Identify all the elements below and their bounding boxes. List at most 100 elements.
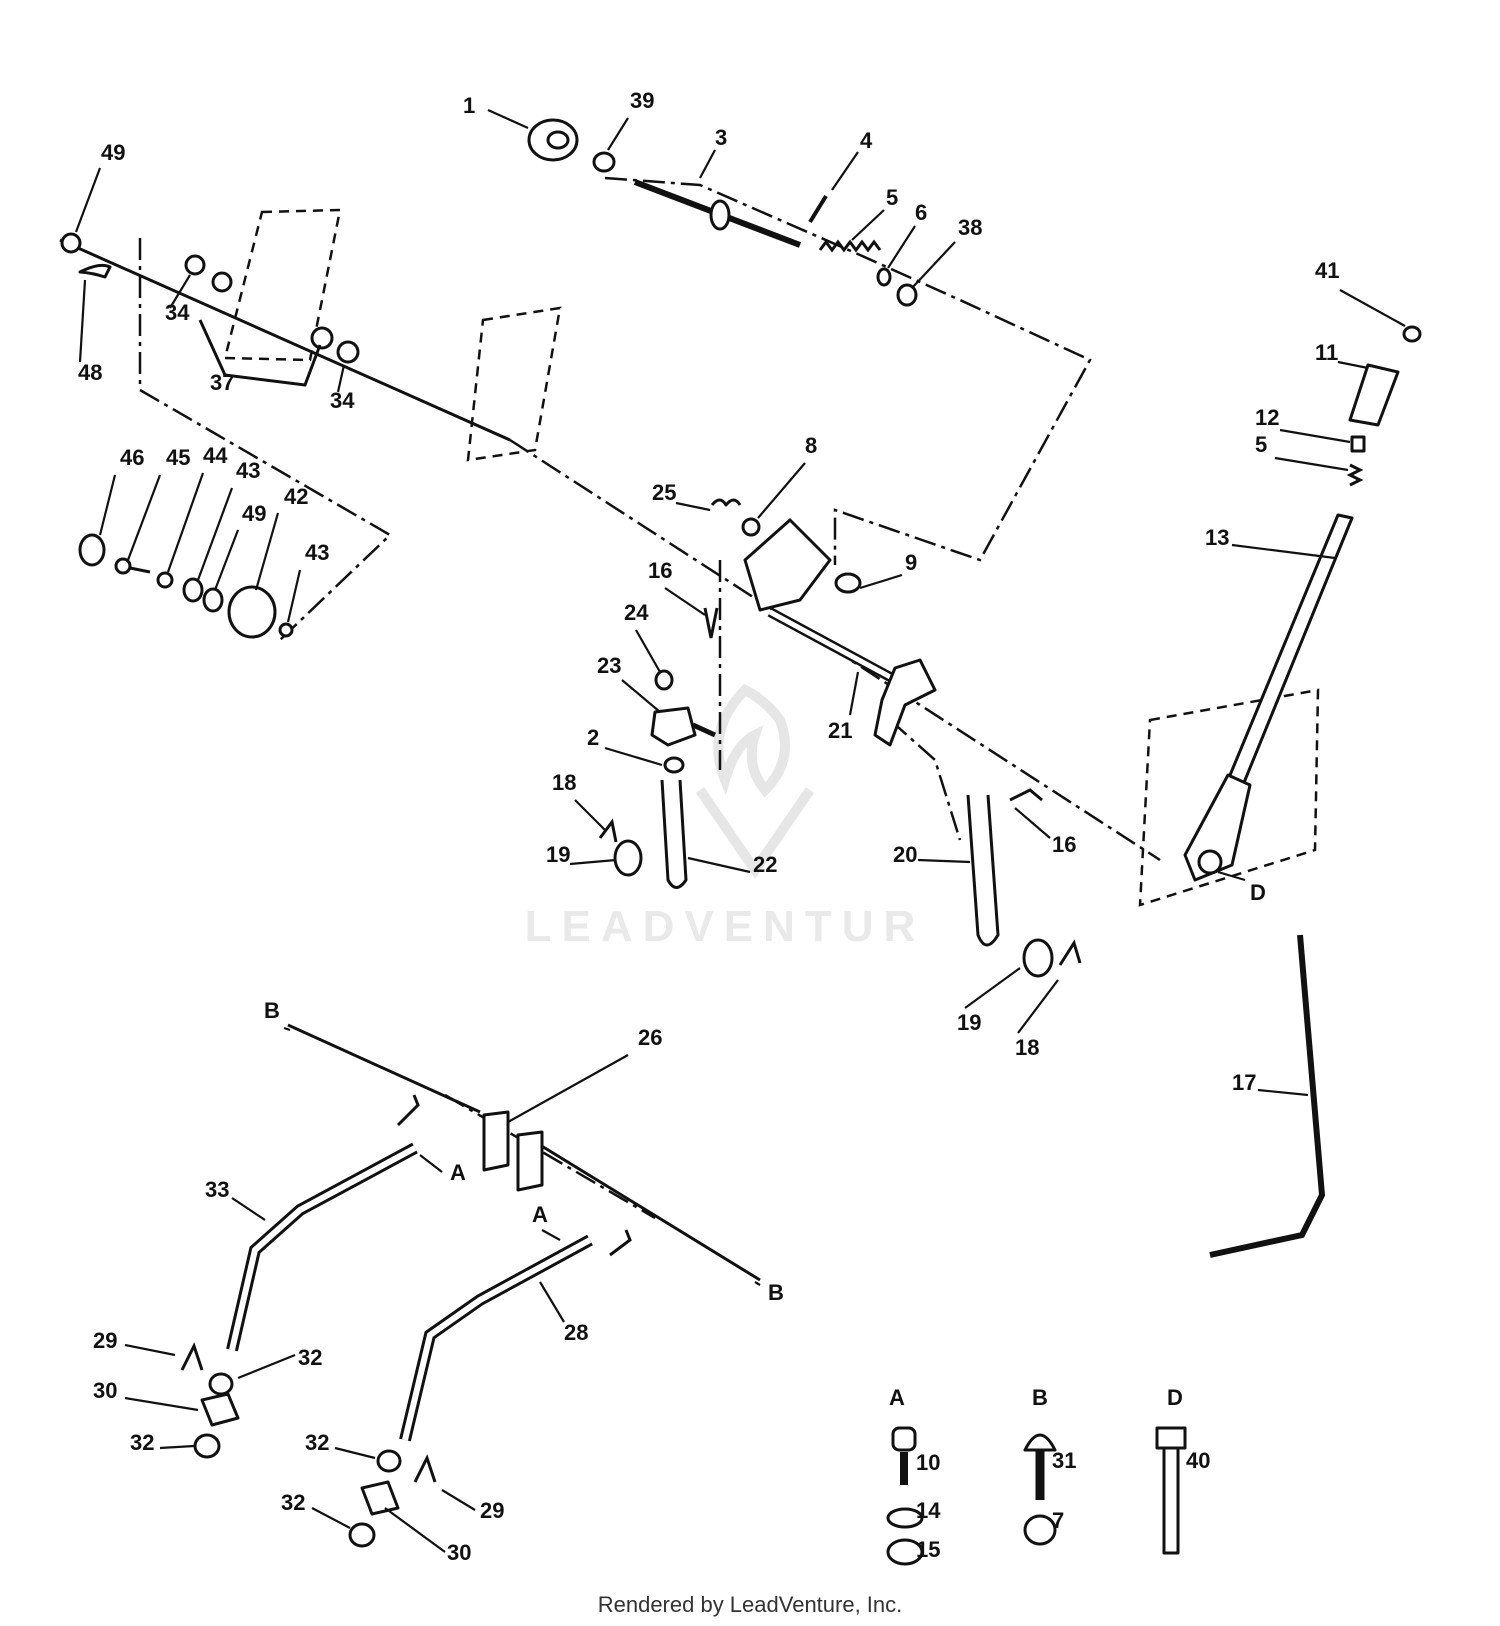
callout-29: 29 xyxy=(93,1328,117,1353)
callout-33: 33 xyxy=(205,1177,229,1202)
part-17-rod xyxy=(1209,934,1326,1258)
callout-30: 30 xyxy=(447,1540,471,1565)
leader-line xyxy=(541,1229,561,1241)
leader-line xyxy=(699,149,716,179)
leader-line xyxy=(1279,428,1351,444)
leader-line xyxy=(1339,289,1406,327)
leader-line xyxy=(169,274,191,309)
callout-30: 30 xyxy=(93,1378,117,1403)
callout-19: 19 xyxy=(957,1010,981,1035)
group-header-d: D xyxy=(1167,1385,1183,1410)
leader-line xyxy=(166,472,205,573)
part-38-nut xyxy=(896,283,918,307)
right-link-parts xyxy=(966,788,1082,978)
callout-34: 34 xyxy=(165,300,190,325)
callout-d: D xyxy=(1250,880,1266,905)
leader-line xyxy=(384,1507,446,1553)
callout-40: 40 xyxy=(1186,1448,1210,1473)
callout-20: 20 xyxy=(893,842,917,867)
callout-32: 32 xyxy=(281,1490,305,1515)
callout-32: 32 xyxy=(130,1430,154,1455)
callout-12: 12 xyxy=(1255,405,1279,430)
leader-line xyxy=(1014,807,1051,839)
callout-49: 49 xyxy=(242,501,266,526)
callout-29: 29 xyxy=(480,1498,504,1523)
leader-line xyxy=(574,799,606,831)
callout-b: B xyxy=(768,1280,784,1305)
callout-a: A xyxy=(532,1202,548,1227)
leader-line xyxy=(124,1343,176,1357)
callout-18: 18 xyxy=(1015,1035,1039,1060)
group-a-hardware xyxy=(886,1426,924,1566)
callout-4: 4 xyxy=(860,128,873,153)
group-b-hardware xyxy=(1023,1433,1057,1546)
leader-line xyxy=(441,1489,476,1511)
callout-8: 8 xyxy=(805,433,817,458)
callout-2: 2 xyxy=(587,725,599,750)
callout-b: B xyxy=(264,998,280,1023)
leader-line xyxy=(607,117,629,151)
part-1-knob xyxy=(527,118,579,162)
callout-31: 31 xyxy=(1052,1448,1076,1473)
callout-44: 44 xyxy=(203,443,228,468)
leader-line xyxy=(237,1353,296,1380)
callout-41: 41 xyxy=(1315,258,1339,283)
leader-lines xyxy=(74,108,1406,1553)
leader-line xyxy=(851,209,885,241)
callout-11: 11 xyxy=(1315,340,1338,365)
callout-49: 49 xyxy=(101,140,125,165)
leader-line xyxy=(196,487,234,581)
part-3-shaft xyxy=(633,179,802,248)
part-39-washer xyxy=(592,151,616,173)
leader-line xyxy=(569,858,617,866)
leader-line xyxy=(848,671,860,716)
callout-5: 5 xyxy=(886,185,898,210)
leader-line xyxy=(311,1507,351,1529)
leader-line xyxy=(917,858,971,864)
lower-cross-shaft xyxy=(287,1023,761,1282)
watermark-logo xyxy=(695,683,815,879)
callout-25: 25 xyxy=(652,480,676,505)
callout-17: 17 xyxy=(1232,1070,1256,1095)
left-pivot-parts xyxy=(60,232,360,387)
callout-13: 13 xyxy=(1205,525,1229,550)
callout-23: 23 xyxy=(597,653,621,678)
callout-32: 32 xyxy=(298,1345,322,1370)
callout-6: 6 xyxy=(915,200,927,225)
callout-43: 43 xyxy=(236,458,260,483)
callout-34: 34 xyxy=(330,388,355,413)
callout-46: 46 xyxy=(120,445,144,470)
leader-line xyxy=(507,1054,629,1123)
leader-line xyxy=(621,679,661,713)
callout-7: 7 xyxy=(1052,1508,1064,1533)
callout-32: 32 xyxy=(305,1430,329,1455)
callout-14: 14 xyxy=(916,1498,941,1523)
leader-line xyxy=(911,241,956,289)
footer-credit: Rendered by LeadVenture, Inc. xyxy=(597,1592,903,1617)
left-link-parts xyxy=(598,607,719,889)
callout-22: 22 xyxy=(753,852,777,877)
callout-18: 18 xyxy=(552,770,576,795)
leader-line xyxy=(124,1396,199,1412)
leader-line xyxy=(74,167,102,233)
lower-left-hardware xyxy=(180,1342,437,1548)
callout-38: 38 xyxy=(958,215,982,240)
part-4-pin xyxy=(808,194,828,224)
leader-line xyxy=(487,108,529,130)
part-28-lift-arm xyxy=(399,1229,632,1442)
leader-line xyxy=(1257,1088,1309,1097)
callout-21: 21 xyxy=(828,718,852,743)
leader-line xyxy=(539,1281,565,1323)
callout-5: 5 xyxy=(1255,432,1267,457)
leader-line xyxy=(98,474,117,536)
leader-line xyxy=(887,225,916,269)
lift-lever-parts xyxy=(1183,325,1422,882)
callout-10: 10 xyxy=(916,1450,940,1475)
leader-line xyxy=(635,629,661,673)
callout-16: 16 xyxy=(1052,832,1076,857)
callout-9: 9 xyxy=(905,550,917,575)
leader-line xyxy=(1231,543,1336,560)
leader-line xyxy=(1337,360,1369,370)
leader-line xyxy=(159,1444,195,1450)
adjuster-assembly-parts xyxy=(78,533,294,639)
